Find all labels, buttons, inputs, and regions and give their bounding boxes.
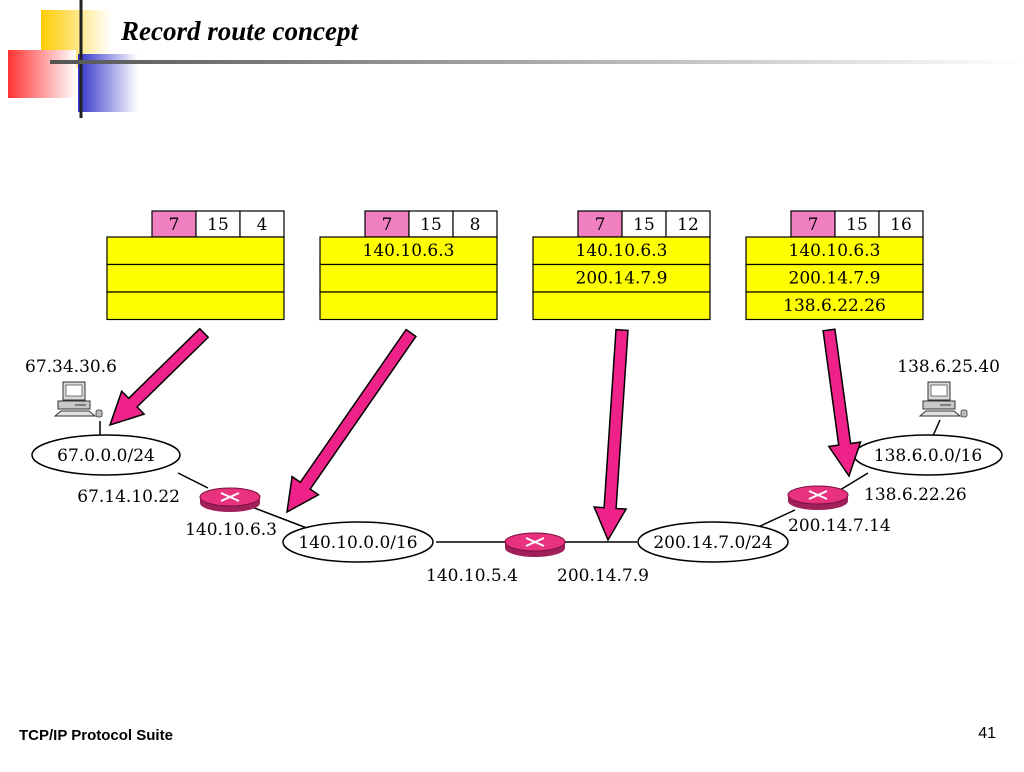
address-slot	[106, 291, 285, 321]
option-type-value: 7	[382, 215, 393, 235]
option-length-value: 15	[633, 215, 655, 235]
link-router3-net4	[839, 472, 869, 491]
router3-interface-b: 138.6.22.26	[864, 485, 967, 505]
slide-title: Record route concept	[121, 16, 358, 46]
address-slot	[532, 291, 711, 321]
address-slot	[532, 236, 711, 266]
datagram-2: 7 15 8 140.10.6.3	[319, 210, 498, 321]
labels: 67.34.30.6 138.6.25.40 67.14.10.22140.10.6…	[25, 357, 1000, 586]
option-type-value: 7	[169, 215, 180, 235]
network-2	[282, 521, 434, 563]
links	[99, 419, 941, 543]
router-icon	[199, 487, 261, 512]
router2-interface-a: 140.10.5.4	[426, 566, 518, 586]
option-pointer-value: 12	[677, 215, 699, 235]
router-icon	[504, 532, 566, 557]
option-header-cell	[408, 210, 454, 238]
link-net1-router1	[177, 472, 209, 489]
link-net3-router3	[755, 509, 796, 529]
option-header-cell	[452, 210, 498, 238]
option-pointer-value: 16	[890, 215, 912, 235]
datagram-1: 7 15 4	[106, 210, 285, 321]
recorded-address: 138.6.22.26	[783, 296, 886, 316]
datagram-4: 7 15 16 140.10.6.3 200.14.7.9 138.6.22.26	[745, 210, 924, 321]
network-address-label: 140.10.0.0/16	[298, 533, 417, 553]
option-length-value: 15	[207, 215, 229, 235]
option-pointer-value: 4	[257, 215, 268, 235]
router-icon	[787, 485, 849, 510]
option-pointer-value: 8	[470, 215, 481, 235]
network-1	[31, 434, 181, 476]
recorded-address: 140.10.6.3	[576, 241, 668, 261]
datagram-2-pointer-arrow	[286, 328, 417, 514]
router1-interface-a: 67.14.10.22	[77, 487, 180, 507]
option-header-cell	[364, 210, 410, 238]
recorded-address: 140.10.6.3	[363, 241, 455, 261]
recorded-address: 200.14.7.9	[789, 268, 881, 288]
address-slot	[745, 263, 924, 293]
datagram-4-pointer-arrow	[822, 328, 862, 478]
datagrams: 7 15 4 7 15 8 140.10.6.3 7 15 12 140.10.6.3 200.14.…	[106, 210, 924, 321]
nodes: 67.0.0.0/24 140.10.0.0/16 200.14.7.0/24 138…	[31, 381, 1003, 563]
page-number: 41	[978, 725, 996, 742]
option-header-cell	[790, 210, 836, 238]
datagram-1-pointer-arrow	[108, 327, 210, 427]
computer-icon	[53, 381, 103, 418]
recorded-address: 140.10.6.3	[789, 241, 881, 261]
router1-interface-b: 140.10.6.3	[185, 520, 277, 540]
datagram-3: 7 15 12 140.10.6.3 200.14.7.9	[532, 210, 711, 321]
address-slot	[106, 236, 285, 266]
network-address-label: 200.14.7.0/24	[653, 533, 772, 553]
option-header-cell	[621, 210, 667, 238]
network-address-label: 67.0.0.0/24	[57, 446, 155, 466]
router2-interface-b: 200.14.7.9	[557, 566, 649, 586]
router3-interface-a: 200.14.7.14	[788, 516, 891, 536]
recorded-address: 200.14.7.9	[576, 268, 668, 288]
address-slot	[745, 291, 924, 321]
address-slot	[532, 263, 711, 293]
arrows	[108, 327, 862, 542]
option-length-value: 15	[846, 215, 868, 235]
option-header-cell	[878, 210, 924, 238]
address-slot	[319, 263, 498, 293]
datagram-3-pointer-arrow	[593, 328, 629, 542]
address-slot	[745, 236, 924, 266]
address-slot	[319, 291, 498, 321]
deco-title-underline	[50, 60, 1024, 64]
header-decoration	[8, 0, 1024, 118]
link-router1-net2	[251, 506, 313, 531]
deco-red-block	[8, 50, 76, 98]
option-type-value: 7	[808, 215, 819, 235]
slide-footer: TCP/IP Protocol Suite	[19, 727, 173, 744]
address-slot	[106, 263, 285, 293]
address-slot	[319, 236, 498, 266]
option-type-value: 7	[595, 215, 606, 235]
option-length-value: 15	[420, 215, 442, 235]
host-destination-address: 138.6.25.40	[897, 357, 1000, 377]
computer-icon	[918, 381, 968, 418]
host-source-address: 67.34.30.6	[25, 357, 117, 377]
network-address-label: 138.6.0.0/16	[874, 446, 982, 466]
network-3	[637, 521, 789, 563]
